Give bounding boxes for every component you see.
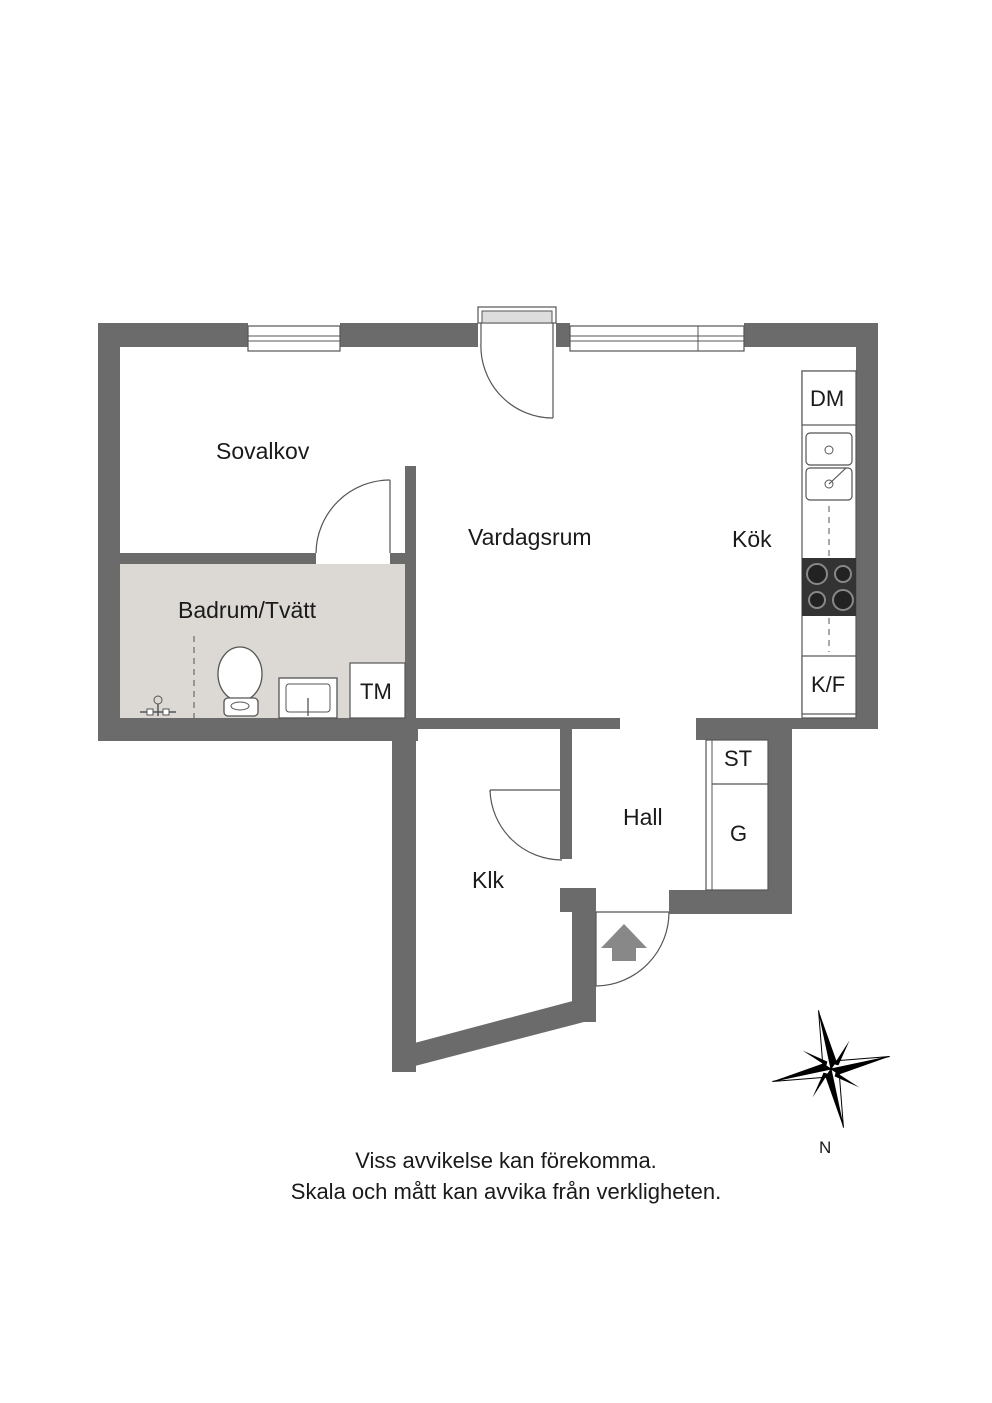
doors [315,323,670,987]
fixture-label-g: G [730,821,747,846]
fixture-label-dm: DM [810,386,844,411]
disclaimer-line-1: Viss avvikelse kan förekomma. [355,1148,657,1173]
disclaimer-line-2: Skala och mått kan avvika från verklighe… [291,1179,721,1204]
fixture-label-kf: K/F [811,672,845,697]
room-label-badrum: Badrum/Tvätt [178,597,317,623]
hall-closets [705,739,769,891]
compass-rose-icon [772,1010,890,1128]
room-label-vardagsrum: Vardagsrum [468,524,592,550]
dm-box [801,370,857,426]
room-label-sovalkov: Sovalkov [216,438,310,464]
walls [98,323,878,1072]
fixture-label-tm: TM [360,679,392,704]
room-label-kok: Kök [732,526,772,552]
bathroom-fixtures [140,636,406,719]
tm-box [349,662,406,719]
compass-north-label: N [819,1138,831,1157]
fixture-label-st: ST [724,746,752,771]
kf-box [801,655,857,715]
room-label-klk: Klk [472,867,504,893]
toilet-icon [217,646,263,717]
entrance-arrow-icon [601,924,647,961]
shower-icon [140,695,176,716]
room-label-hall: Hall [623,804,663,830]
washbasin-icon [278,677,338,719]
windows [247,306,745,352]
kitchen-counter [801,370,857,719]
